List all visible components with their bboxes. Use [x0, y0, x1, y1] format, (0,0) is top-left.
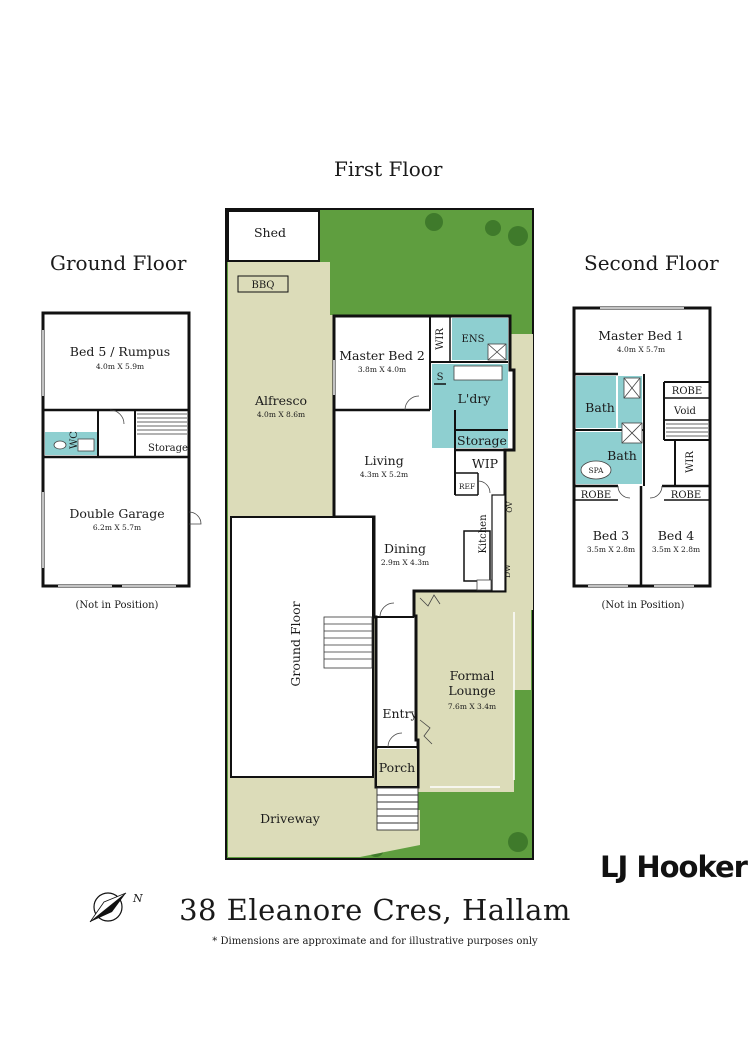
- bed3-label: Bed 3: [593, 528, 630, 543]
- bath1-label: Bath: [585, 400, 615, 415]
- oven-label: OV: [505, 501, 514, 513]
- dining-label: Dining: [384, 541, 426, 556]
- sink-label: S: [437, 372, 444, 383]
- first-floor-plan: Shed BBQ Alfresco 4.0m X 8.6m Master Bed…: [225, 208, 534, 860]
- porch-label: Porch: [379, 760, 415, 775]
- laundry-storage-label: Storage: [457, 433, 507, 448]
- ens-label: ENS: [462, 334, 485, 345]
- ground-stairs: [137, 413, 187, 435]
- alfresco-dims: 4.0m X 8.6m: [257, 410, 305, 419]
- second-floor-plan: Master Bed 1 4.0m X 5.7m ROBE Void Bath …: [572, 306, 712, 611]
- wip-label: WIP: [472, 456, 498, 471]
- porch: [377, 749, 417, 786]
- living-label: Living: [364, 453, 403, 468]
- living-dims: 4.3m X 5.2m: [360, 470, 408, 479]
- robe-label-1: ROBE: [672, 386, 702, 397]
- master-bed1-dims: 4.0m X 5.7m: [617, 345, 665, 354]
- property-address: 38 Eleanore Cres, Hallam: [179, 893, 571, 927]
- kitchen-island: [463, 530, 491, 582]
- bed4-dims: 3.5m X 2.8m: [652, 545, 700, 554]
- cooktop: [476, 579, 492, 591]
- bed5-label: Bed 5 / Rumpus: [70, 344, 170, 359]
- kitchen-bench: [491, 494, 506, 592]
- side-path: [514, 370, 531, 690]
- dining-dims: 2.9m X 4.3m: [381, 558, 429, 567]
- wc-label: WC: [69, 431, 80, 449]
- spa-label: SPA: [589, 466, 604, 475]
- wc-toilet: [53, 440, 67, 450]
- heading-second-floor: Second Floor: [584, 251, 719, 275]
- master-bed2-dims: 3.8m X 4.0m: [358, 365, 406, 374]
- shed: [227, 210, 320, 262]
- ground-storage-label: Storage: [148, 443, 188, 454]
- porch-steps: [376, 787, 419, 831]
- garage-label: Double Garage: [69, 506, 164, 521]
- formal-lounge-label-2: Lounge: [448, 683, 495, 698]
- bed3-dims: 3.5m X 2.8m: [587, 545, 635, 554]
- garage-dims: 6.2m X 5.7m: [93, 523, 141, 532]
- master-bed1-label: Master Bed 1: [598, 328, 684, 343]
- compass-north-letter: N: [132, 892, 143, 905]
- bath2-label: Bath: [607, 448, 637, 463]
- second-not-in-position: (Not in Position): [602, 600, 685, 611]
- robe-label-3: ROBE: [671, 490, 701, 501]
- formal-lounge-label-1: Formal: [450, 668, 495, 683]
- second-wir-label: WIR: [685, 451, 696, 473]
- master-bed2-label: Master Bed 2: [339, 348, 425, 363]
- ref-label: REF: [459, 482, 475, 491]
- laundry-label: L'dry: [458, 391, 492, 406]
- bed5-dims: 4.0m X 5.9m: [96, 362, 144, 371]
- ground-floor-below-label: Ground Floor: [288, 601, 303, 686]
- entry-label: Entry: [382, 706, 418, 721]
- dishwasher-label: DW: [503, 564, 512, 578]
- heading-first-floor: First Floor: [334, 157, 443, 181]
- compass-icon: N: [89, 892, 143, 923]
- robe-label-2: ROBE: [581, 490, 611, 501]
- driveway-label: Driveway: [260, 811, 321, 826]
- bed4-label: Bed 4: [658, 528, 695, 543]
- alfresco-label: Alfresco: [254, 393, 307, 408]
- kitchen-label: Kitchen: [478, 514, 489, 554]
- shed-label: Shed: [254, 225, 286, 240]
- bath1-wet-area: [576, 376, 616, 428]
- disclaimer: * Dimensions are approximate and for ill…: [212, 936, 538, 947]
- laundry-bench: [453, 365, 503, 381]
- ground-floor-plan: Bed 5 / Rumpus 4.0m X 5.9m WC Storage Do…: [41, 311, 202, 611]
- void-label: Void: [673, 406, 697, 417]
- wir-label: WIR: [435, 328, 446, 350]
- formal-lounge-dims: 7.6m X 3.4m: [448, 702, 496, 711]
- spa-bath: [580, 460, 612, 480]
- bbq-label: BBQ: [252, 280, 275, 291]
- internal-stairs: [323, 616, 373, 669]
- heading-ground-floor: Ground Floor: [50, 251, 187, 275]
- ground-not-in-position: (Not in Position): [76, 600, 159, 611]
- bbq: [237, 275, 289, 293]
- wc-basin: [77, 438, 95, 452]
- lj-hooker-logo: LJ Hooker: [600, 850, 748, 884]
